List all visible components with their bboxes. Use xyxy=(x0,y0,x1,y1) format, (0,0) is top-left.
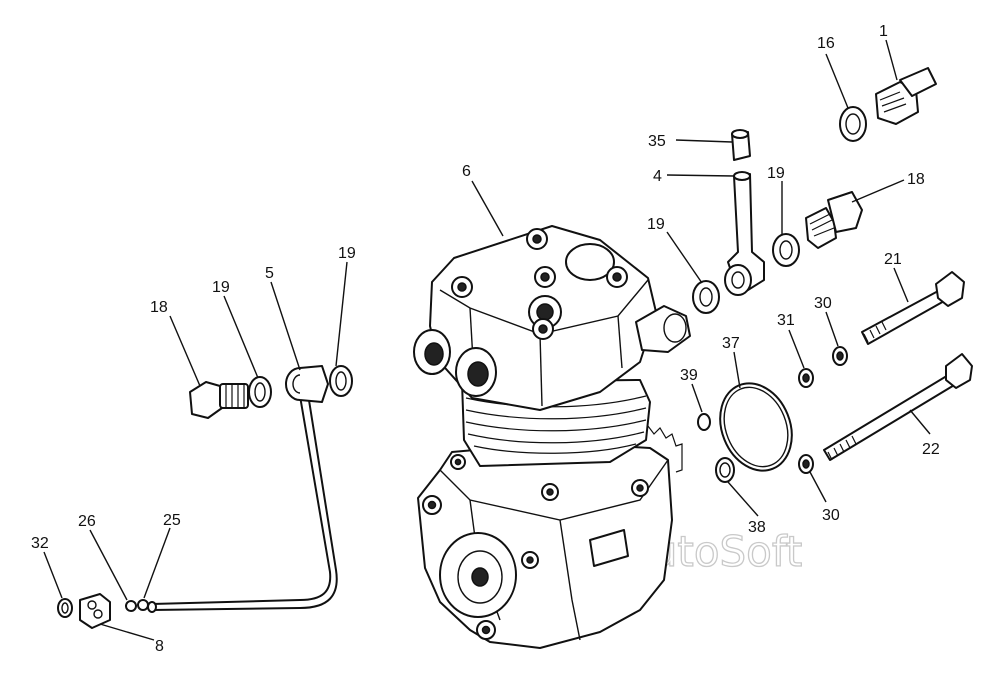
callout-19: 19 xyxy=(338,245,356,262)
callout-19: 19 xyxy=(212,279,230,296)
callout-5: 5 xyxy=(265,265,274,282)
compressor-body xyxy=(413,225,691,649)
part-19-sealing-washer-left-a xyxy=(248,376,272,408)
callout-32: 32 xyxy=(31,535,49,552)
callout-21: 21 xyxy=(884,251,902,268)
part-30-washer-upper xyxy=(832,346,848,366)
callout-16: 16 xyxy=(817,35,835,52)
callout-1: 1 xyxy=(879,23,888,40)
callout-4: 4 xyxy=(653,168,662,185)
part-30-washer-lower xyxy=(798,454,814,474)
callout-8: 8 xyxy=(155,638,164,655)
callout-39: 39 xyxy=(680,367,698,384)
leader-lines xyxy=(43,39,931,641)
part-19-sealing-washer-right-b xyxy=(772,233,800,267)
part-37-gasket-ring xyxy=(719,382,793,472)
callout-25: 25 xyxy=(163,512,181,529)
part-38-o-ring xyxy=(715,457,735,483)
callout-31: 31 xyxy=(777,312,795,329)
callout-6: 6 xyxy=(462,163,471,180)
part-22-long-bolt xyxy=(823,353,973,461)
callout-26: 26 xyxy=(78,513,96,530)
part-39-seal xyxy=(697,413,711,431)
callout-35: 35 xyxy=(648,133,666,150)
part-19-sealing-washer-left-b xyxy=(329,365,353,397)
callout-37: 37 xyxy=(722,335,740,352)
part-5-pipe xyxy=(147,365,338,613)
callout-19: 19 xyxy=(647,216,665,233)
callout-19: 19 xyxy=(767,165,785,182)
part-16-sealing-washer xyxy=(839,106,867,142)
part-18-banjo-bolt-right xyxy=(805,191,863,249)
part-31-nut xyxy=(798,368,814,388)
part-18-banjo-bolt-left xyxy=(189,381,249,419)
callout-labels: 1 16 35 4 19 18 6 19 21 19 19 5 18 31 30… xyxy=(31,23,940,655)
callout-18: 18 xyxy=(150,299,168,316)
callout-38: 38 xyxy=(748,519,766,536)
part-1-union-fitting xyxy=(875,67,937,125)
part-19-sealing-washer-right-a xyxy=(692,280,720,314)
callout-30: 30 xyxy=(822,507,840,524)
part-32-o-ring xyxy=(57,598,73,618)
callout-22: 22 xyxy=(922,441,940,458)
callout-18: 18 xyxy=(907,171,925,188)
part-21-long-bolt xyxy=(861,271,965,345)
part-25-26-seals xyxy=(125,599,149,612)
part-35-cap xyxy=(731,129,751,161)
part-8-flange xyxy=(79,593,111,629)
callout-30: 30 xyxy=(814,295,832,312)
part-4-tube xyxy=(724,171,765,296)
